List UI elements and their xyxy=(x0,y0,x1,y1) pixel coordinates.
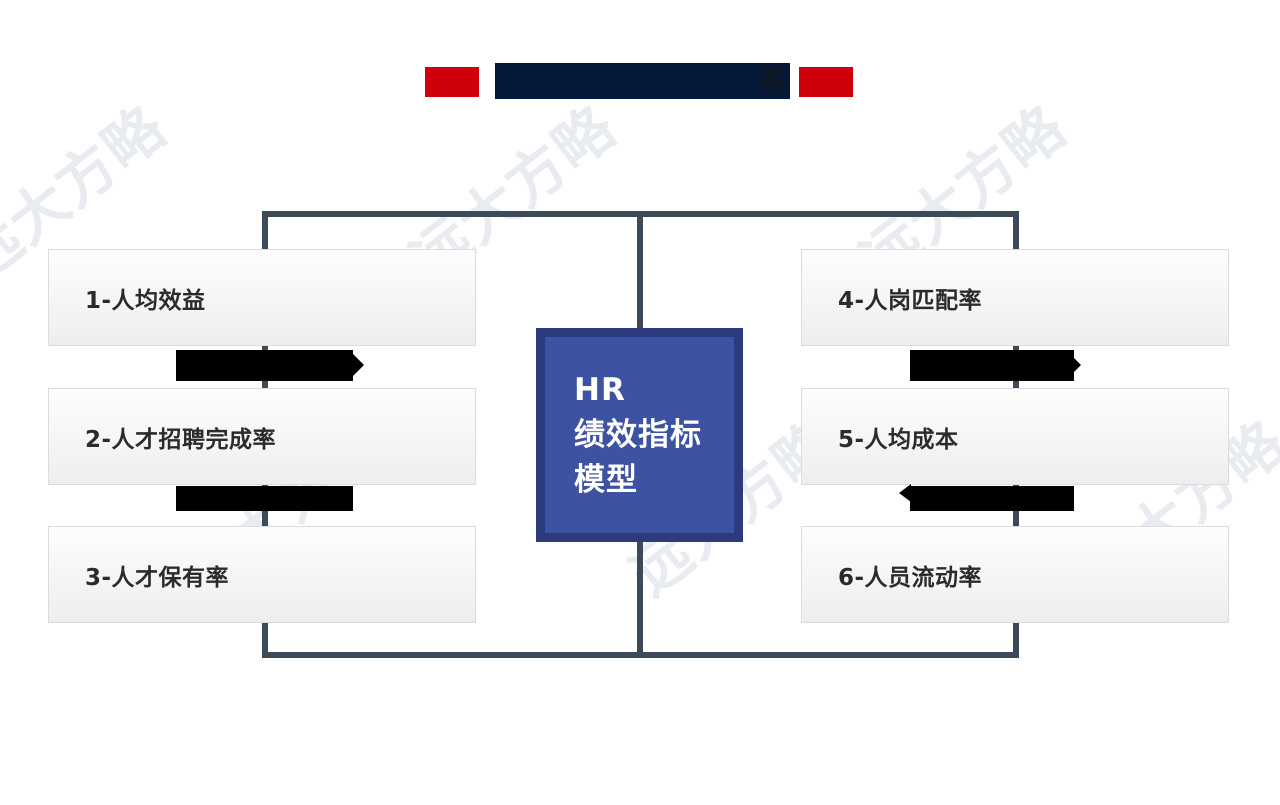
metric-label-5: 5-人均成本 xyxy=(838,426,959,453)
metric-box-4[interactable]: 4-人岗匹配率 xyxy=(801,249,1229,346)
center-model-line-1: HR xyxy=(574,371,626,408)
metric-label-4: 4-人岗匹配率 xyxy=(838,287,983,314)
redaction-bar-right-upper xyxy=(910,350,1074,381)
title-visible-glyph: 系 xyxy=(758,64,788,98)
metric-box-6[interactable]: 6-人员流动率 xyxy=(801,526,1229,623)
center-model-box[interactable]: HR 绩效指标 模型 xyxy=(536,328,743,542)
title-accent-block-left xyxy=(425,67,479,97)
redaction-bar-left-upper xyxy=(176,350,353,381)
metric-label-2: 2-人才招聘完成率 xyxy=(85,426,277,453)
metric-box-5[interactable]: 5-人均成本 xyxy=(801,388,1229,485)
redaction-arrow-left-upper xyxy=(351,352,364,378)
metric-label-3: 3-人才保有率 xyxy=(85,564,230,591)
redaction-arrow-right-lower xyxy=(899,484,911,502)
metric-label-1: 1-人均效益 xyxy=(85,287,206,314)
title-redaction-bar xyxy=(495,63,790,99)
metric-box-2[interactable]: 2-人才招聘完成率 xyxy=(48,388,476,485)
redaction-bar-right-lower xyxy=(910,486,1074,511)
center-model-box-inner: HR 绩效指标 模型 xyxy=(545,337,734,533)
center-model-line-3: 模型 xyxy=(574,461,638,498)
redaction-bar-left-lower xyxy=(176,486,353,511)
metric-label-6: 6-人员流动率 xyxy=(838,564,983,591)
title-accent-block-right xyxy=(799,67,853,97)
metric-box-3[interactable]: 3-人才保有率 xyxy=(48,526,476,623)
slide-title-bar xyxy=(0,63,1280,103)
metric-box-1[interactable]: 1-人均效益 xyxy=(48,249,476,346)
redaction-arrow-right-upper xyxy=(1068,352,1081,378)
center-model-line-2: 绩效指标 xyxy=(574,416,702,453)
